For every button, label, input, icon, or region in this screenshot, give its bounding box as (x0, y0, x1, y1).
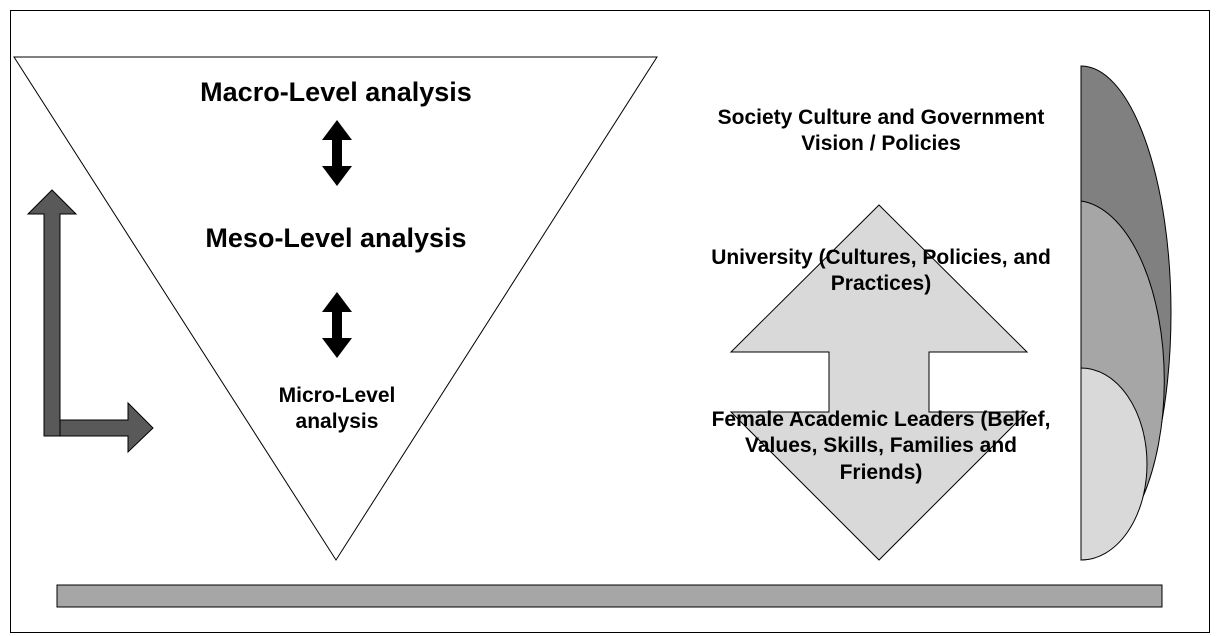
leaders-context-shape (1080, 367, 1148, 561)
macro-level-label: Macro-Level analysis (200, 77, 472, 107)
macro-meso-double-arrow (322, 120, 352, 186)
micro-level-label-line1: Micro-Level (278, 384, 396, 407)
university-context-label-line2: Practices) (830, 272, 932, 296)
up-down-block-arrow (729, 204, 1029, 561)
bent-arrow-right-part (59, 401, 154, 454)
meso-micro-double-arrow (322, 292, 352, 358)
micro-level-label: Micro-Level analysis (187, 383, 487, 436)
society-context-label-line2: Vision / Policies (801, 132, 961, 156)
leaders-context-label-line2: Values, Skills, Families and (745, 434, 1017, 458)
society-context-label-line1: Society Culture and Government (717, 106, 1045, 129)
leaders-context-label-line3: Friends) (839, 460, 923, 484)
leaders-context-label: Female Academic Leaders (Belief, Values,… (656, 407, 1106, 486)
university-context-label-line1: University (Cultures, Policies, and (711, 246, 1051, 269)
micro-level-label-line2: analysis (295, 410, 379, 434)
leaders-context-label-line1: Female Academic Leaders (Belief, (711, 408, 1051, 431)
meso-level-label: Meso-Level analysis (205, 223, 467, 253)
base-bar (56, 584, 1163, 608)
society-context-label: Society Culture and Government Vision / … (656, 105, 1106, 158)
bent-arrow-up-part (26, 189, 78, 437)
university-context-label: University (Cultures, Policies, and Prac… (656, 245, 1106, 298)
bent-arrow-icon (26, 189, 154, 454)
